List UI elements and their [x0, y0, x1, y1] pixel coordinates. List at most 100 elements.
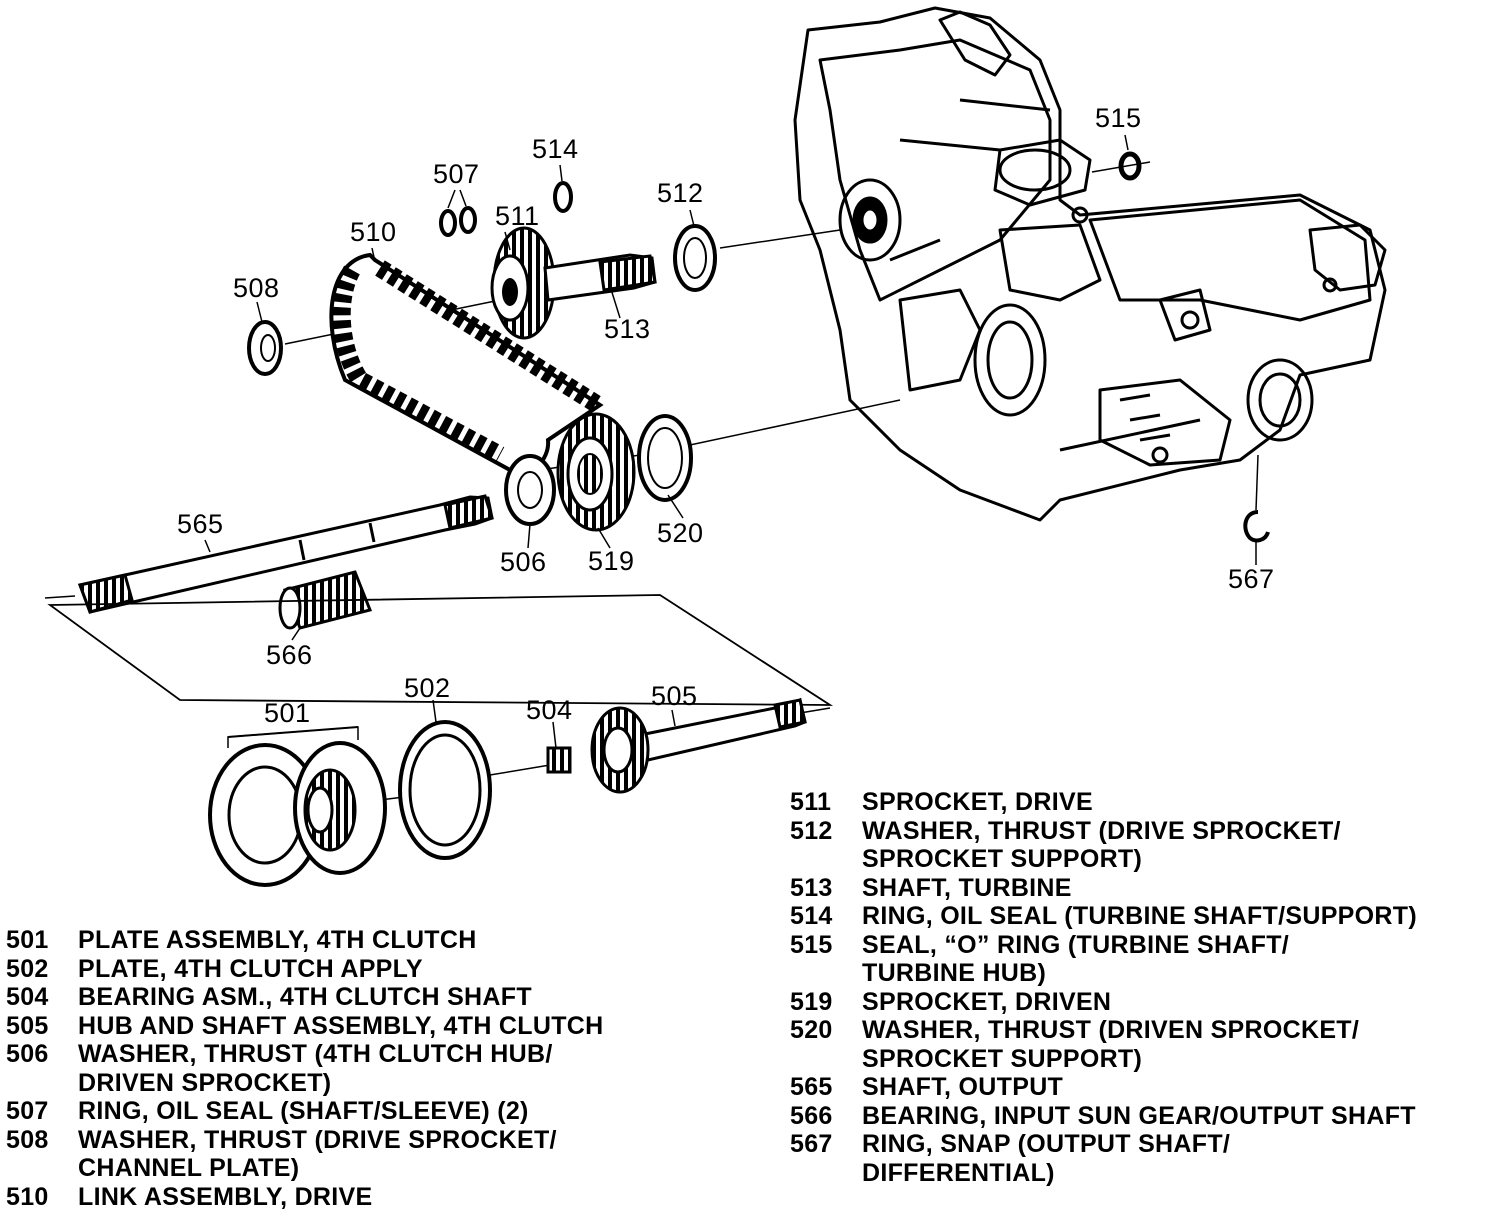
- legend-entry: 504 BEARING ASM., 4TH CLUTCH SHAFT: [6, 983, 604, 1012]
- thrust-washer-506: [504, 454, 556, 526]
- legend-entry: 514 RING, OIL SEAL (TURBINE SHAFT/SUPPORT…: [790, 902, 1417, 931]
- drive-sprocket-511: [490, 226, 556, 340]
- legend-part-number: 567: [790, 1130, 833, 1158]
- legend-part-description: WASHER, THRUST (DRIVE SPROCKET/: [862, 816, 1341, 845]
- legend-part-description: DRIVEN SPROCKET): [78, 1068, 332, 1097]
- thrust-washer-520: [637, 414, 693, 502]
- legend-entry: 511 SPROCKET, DRIVE: [790, 788, 1417, 817]
- hub-shaft-assembly-505: [590, 697, 807, 794]
- legend-part-number: 510: [6, 1182, 49, 1211]
- legend-entry: SPROCKET SUPPORT): [790, 1045, 1417, 1074]
- legend-part-description: BEARING ASM., 4TH CLUTCH SHAFT: [78, 983, 532, 1011]
- legend-part-description: LINK ASSEMBLY, DRIVE: [78, 1182, 373, 1211]
- apply-plate-502: [398, 720, 492, 860]
- clutch-plate-assembly-501: [208, 726, 387, 887]
- legend-part-description: WASHER, THRUST (4TH CLUTCH HUB/: [78, 1040, 553, 1068]
- legend-part-number: 515: [790, 930, 833, 959]
- callout-511: 511: [495, 201, 540, 231]
- legend-part-number: 505: [6, 1011, 49, 1040]
- turbine-shaft-513: [543, 253, 657, 302]
- legend-part-number: [6, 1154, 78, 1183]
- callout-506: 506: [500, 547, 547, 577]
- leader-lines: [204, 134, 1257, 749]
- legend-part-description: RING, SNAP (OUTPUT SHAFT/: [862, 1130, 1231, 1158]
- driven-sprocket-519: [556, 412, 636, 532]
- drive-link-chain-510: [329, 252, 604, 475]
- thrust-washer-512: [673, 224, 717, 292]
- bearing-504: [546, 746, 572, 774]
- group-bracket: [47, 594, 834, 706]
- callout-512: 512: [657, 178, 704, 208]
- legend-part-description: DIFFERENTIAL): [862, 1158, 1055, 1187]
- legend-part-number: 520: [790, 1016, 833, 1044]
- legend-part-description: RING, OIL SEAL (TURBINE SHAFT/SUPPORT): [862, 902, 1417, 930]
- legend-entry: 508 WASHER, THRUST (DRIVE SPROCKET/: [6, 1126, 604, 1155]
- o-ring-515: [1118, 151, 1142, 181]
- legend-part-number: 565: [790, 1073, 833, 1101]
- legend-part-number: [6, 1069, 78, 1098]
- legend-entry: 512 WASHER, THRUST (DRIVE SPROCKET/: [790, 817, 1417, 846]
- legend-part-description: RING, OIL SEAL (SHAFT/SLEEVE) (2): [78, 1097, 529, 1125]
- legend-entry: 519 SPROCKET, DRIVEN: [790, 988, 1417, 1017]
- legend-entry: SPROCKET SUPPORT): [790, 845, 1417, 874]
- legend-part-number: 512: [790, 816, 833, 845]
- legend-entry: 501 PLATE ASSEMBLY, 4TH CLUTCH: [6, 926, 604, 955]
- legend-part-number: 504: [6, 983, 49, 1011]
- legend-entry: TURBINE HUB): [790, 959, 1417, 988]
- legend-part-number: 506: [6, 1040, 49, 1068]
- callout-515: 515: [1095, 103, 1142, 133]
- legend-part-number: 508: [6, 1125, 49, 1154]
- legend-entry: 515 SEAL, “O” RING (TURBINE SHAFT/: [790, 931, 1417, 960]
- callout-565: 565: [177, 509, 224, 539]
- legend-part-description: SPROCKET, DRIVE: [862, 788, 1093, 816]
- legend-part-description: PLATE ASSEMBLY, 4TH CLUTCH: [78, 926, 477, 954]
- legend-part-description: SPROCKET, DRIVEN: [862, 987, 1112, 1016]
- legend-entry: CHANNEL PLATE): [6, 1154, 604, 1183]
- callout-507: 507: [433, 159, 480, 189]
- legend-part-description: SPROCKET SUPPORT): [862, 845, 1143, 873]
- legend-part-description: SPROCKET SUPPORT): [862, 1044, 1143, 1073]
- legend-part-description: WASHER, THRUST (DRIVE SPROCKET/: [78, 1125, 557, 1154]
- legend-entry: 507 RING, OIL SEAL (SHAFT/SLEEVE) (2): [6, 1097, 604, 1126]
- callout-514: 514: [532, 134, 579, 164]
- callout-520: 520: [657, 518, 704, 548]
- legend-part-number: 511: [790, 788, 832, 816]
- callout-513: 513: [604, 314, 651, 344]
- legend-part-description: HUB AND SHAFT ASSEMBLY, 4TH CLUTCH: [78, 1011, 604, 1040]
- legend-part-description: PLATE, 4TH CLUTCH APPLY: [78, 954, 423, 983]
- legend-part-number: 507: [6, 1097, 49, 1125]
- legend-part-number: 519: [790, 987, 833, 1016]
- oil-seal-rings-507: [439, 206, 477, 237]
- legend-part-description: SEAL, “O” RING (TURBINE SHAFT/: [862, 930, 1290, 959]
- thrust-washer-508: [247, 320, 283, 376]
- legend-entry: 565 SHAFT, OUTPUT: [790, 1073, 1417, 1102]
- legend-part-number: 513: [790, 873, 833, 902]
- legend-part-description: SHAFT, OUTPUT: [862, 1073, 1064, 1101]
- callout-508: 508: [233, 273, 280, 303]
- legend-part-description: CHANNEL PLATE): [78, 1154, 300, 1182]
- callout-504: 504: [526, 695, 573, 725]
- legend-part-number: [790, 1159, 862, 1188]
- callout-501: 501: [264, 698, 311, 728]
- legend-part-number: 502: [6, 954, 49, 983]
- callout-519: 519: [588, 546, 635, 576]
- legend-part-number: [790, 1045, 862, 1074]
- legend-part-number: [790, 845, 862, 874]
- legend-entry: 506 WASHER, THRUST (4TH CLUTCH HUB/: [6, 1040, 604, 1069]
- transaxle-case: [793, 6, 1387, 522]
- legend-part-number: 501: [6, 926, 49, 954]
- legend-entry: 520 WASHER, THRUST (DRIVEN SPROCKET/: [790, 1016, 1417, 1045]
- callout-510: 510: [350, 217, 397, 247]
- legend-part-number: 514: [790, 902, 833, 930]
- legend-entry: DIFFERENTIAL): [790, 1159, 1417, 1188]
- snap-ring-567: [1243, 510, 1270, 543]
- legend-entry: 567 RING, SNAP (OUTPUT SHAFT/: [790, 1130, 1417, 1159]
- legend-part-description: WASHER, THRUST (DRIVEN SPROCKET/: [862, 1016, 1360, 1044]
- legend-entry: 502 PLATE, 4TH CLUTCH APPLY: [6, 955, 604, 984]
- legend-part-description: TURBINE HUB): [862, 959, 1047, 987]
- callout-566: 566: [266, 640, 313, 670]
